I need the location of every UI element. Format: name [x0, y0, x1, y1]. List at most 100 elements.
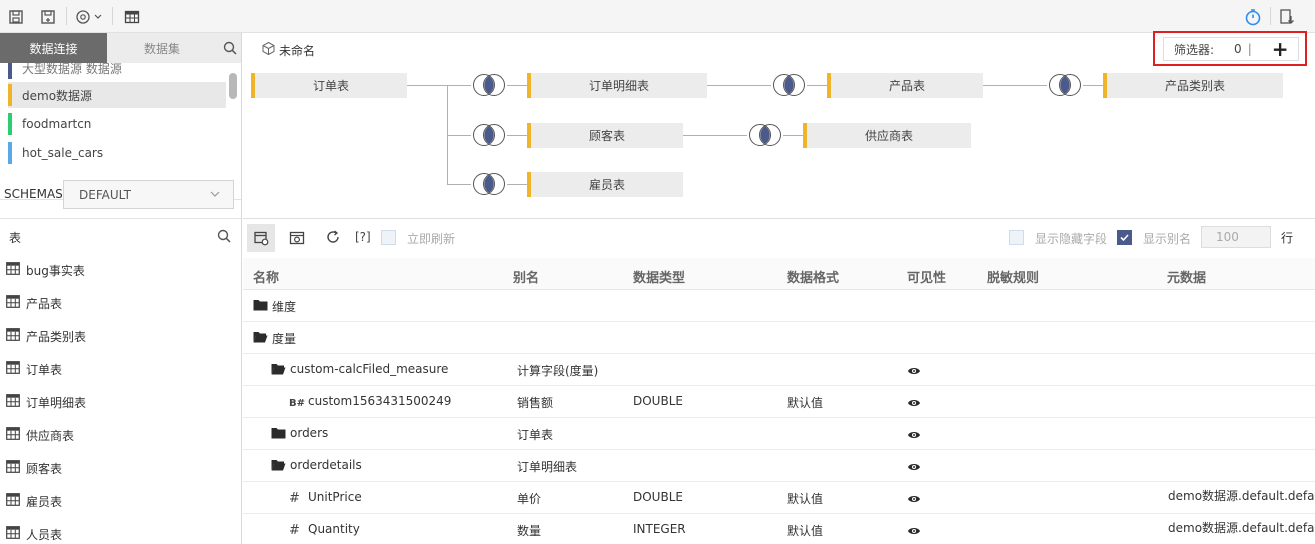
table-node-customers[interactable]: 顾客表: [527, 123, 683, 148]
datasource-label: demo数据源: [22, 88, 93, 103]
join-icon[interactable]: [771, 73, 807, 100]
join-icon[interactable]: [1047, 73, 1083, 100]
schema-select[interactable]: DEFAULT: [63, 180, 234, 209]
show-hidden-checkbox[interactable]: [1009, 230, 1024, 245]
table-node-employees[interactable]: 雇员表: [527, 172, 683, 197]
datasource-item[interactable]: demo数据源: [8, 82, 226, 108]
column-header[interactable]: 可见性: [907, 271, 947, 286]
settings-dropdown-icon[interactable]: [74, 6, 106, 28]
table-list-item[interactable]: 人员表: [6, 521, 62, 544]
table-node-products[interactable]: 产品表: [827, 73, 983, 98]
table-node-categories[interactable]: 产品类别表: [1103, 73, 1283, 98]
export-icon[interactable]: [1276, 6, 1298, 28]
field-type-icon[interactable]: #: [289, 491, 300, 506]
table-icon: [6, 295, 20, 311]
filter-highlight: 筛选器: 0 | +: [1153, 31, 1307, 66]
table-icon[interactable]: [122, 6, 142, 28]
datasource-label: 大型数据源 数据源: [22, 63, 122, 76]
eye-icon[interactable]: [907, 365, 921, 379]
field-settings-icon[interactable]: [247, 224, 275, 252]
folder-icon[interactable]: [271, 363, 286, 378]
datasource-item[interactable]: 大型数据源 数据源: [8, 63, 226, 81]
datasource-item[interactable]: foodmartcn: [8, 111, 226, 137]
table-icon: [6, 394, 20, 410]
table-list-item[interactable]: 供应商表: [6, 422, 74, 448]
field-type-icon[interactable]: B#: [289, 398, 306, 409]
save-icon[interactable]: [6, 6, 26, 28]
table-row[interactable]: 度量: [243, 322, 1315, 354]
column-header[interactable]: 别名: [513, 271, 540, 286]
table-icon: [6, 526, 20, 542]
tab-dataset[interactable]: 数据集: [143, 41, 180, 56]
table-list-label: bug事实表: [26, 263, 85, 278]
show-hidden-label: 显示隐藏字段: [1035, 232, 1108, 246]
save-as-icon[interactable]: [38, 6, 58, 28]
table-row[interactable]: 维度: [243, 290, 1315, 322]
table-node-orders[interactable]: 订单表: [251, 73, 407, 98]
field-type: DOUBLE: [633, 394, 683, 408]
column-header[interactable]: 元数据: [1167, 271, 1207, 286]
show-alias-label: 显示别名: [1143, 232, 1192, 246]
folder-icon[interactable]: [253, 299, 268, 314]
field-alias: 订单表: [517, 428, 554, 442]
table-search-icon[interactable]: [217, 229, 231, 246]
datasource-scrollbar[interactable]: [229, 73, 237, 99]
column-header[interactable]: 名称: [253, 271, 280, 286]
column-header[interactable]: 脱敏规则: [987, 271, 1040, 286]
field-toolbar: [?] 立即刷新 显示隐藏字段 显示别名 100 行: [243, 220, 1315, 256]
join-icon[interactable]: [471, 123, 507, 150]
eye-icon[interactable]: [907, 461, 921, 475]
refresh-now-checkbox[interactable]: [381, 230, 396, 245]
table-list-item[interactable]: 雇员表: [6, 488, 62, 514]
join-icon[interactable]: [471, 73, 507, 100]
folder-icon[interactable]: [253, 331, 268, 346]
table-list-item[interactable]: bug事实表: [6, 257, 85, 283]
table-list-item[interactable]: 顾客表: [6, 455, 62, 481]
folder-icon[interactable]: [271, 459, 286, 474]
table-list-item[interactable]: 产品表: [6, 290, 62, 316]
field-format: 默认值: [787, 396, 824, 410]
search-icon[interactable]: [217, 33, 241, 63]
join-icon[interactable]: [471, 172, 507, 199]
field-alias: 单价: [517, 492, 542, 506]
dataset-name: 未命名: [261, 41, 315, 59]
table-node-orderdetails[interactable]: 订单明细表: [527, 73, 707, 98]
row-count-input[interactable]: 100: [1201, 226, 1271, 248]
table-list-item[interactable]: 产品类别表: [6, 323, 86, 349]
filter-control[interactable]: 筛选器: 0 | +: [1163, 37, 1299, 61]
eye-icon[interactable]: [907, 397, 921, 411]
column-header[interactable]: 数据类型: [633, 271, 686, 286]
filter-label: 筛选器:: [1174, 42, 1215, 57]
add-filter-button[interactable]: +: [1271, 37, 1289, 61]
refresh-icon[interactable]: [325, 229, 341, 248]
eye-icon[interactable]: [907, 429, 921, 443]
column-header[interactable]: 数据格式: [787, 271, 840, 286]
field-alias: 数量: [517, 524, 542, 538]
table-node-suppliers[interactable]: 供应商表: [803, 123, 971, 148]
filter-count: 0: [1234, 42, 1242, 56]
eye-icon[interactable]: [907, 493, 921, 507]
show-alias-checkbox[interactable]: [1117, 230, 1132, 245]
schema-value: DEFAULT: [79, 187, 131, 202]
timer-icon[interactable]: [1242, 6, 1264, 28]
field-metadata: demo数据源.default.defau: [1168, 489, 1315, 503]
eye-icon[interactable]: [907, 525, 921, 539]
table-list-item[interactable]: 订单明细表: [6, 389, 86, 415]
datasource-list: 大型数据源 数据源 demo数据源 foodmartcn hot_sale_ca…: [0, 63, 241, 200]
preview-icon[interactable]: [289, 230, 305, 249]
join-icon[interactable]: [747, 123, 783, 150]
field-type-icon[interactable]: #: [289, 523, 300, 538]
help-button[interactable]: [?]: [355, 230, 371, 244]
field-metadata: demo数据源.default.defau: [1168, 521, 1315, 535]
datasource-item[interactable]: hot_sale_cars: [8, 140, 226, 166]
tab-data-connection[interactable]: 数据连接: [0, 33, 107, 63]
table-list-item[interactable]: 订单表: [6, 356, 62, 382]
folder-icon[interactable]: [271, 427, 286, 442]
